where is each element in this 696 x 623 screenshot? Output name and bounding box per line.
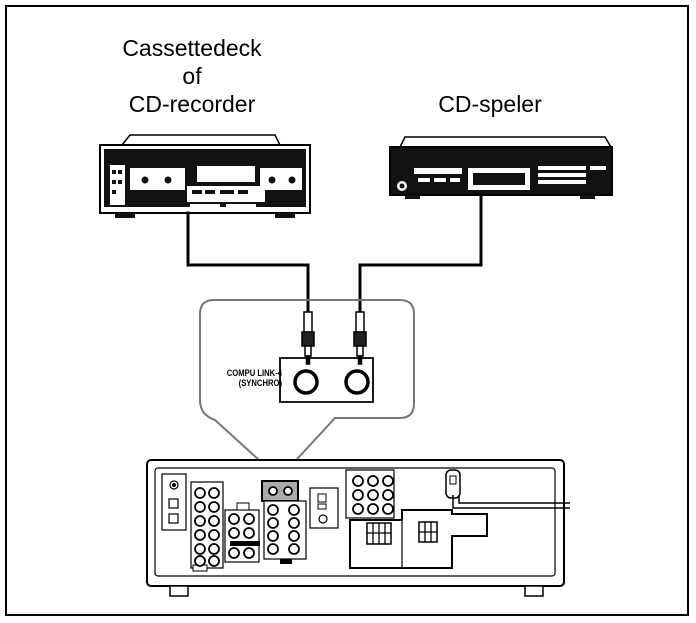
- cassette-label-line3: CD-recorder: [128, 91, 256, 117]
- cd-player-label: CD-speler: [438, 91, 542, 117]
- compulink-label-line1: COMPU LINK-4: [226, 368, 282, 378]
- cassette-label-line2: of: [182, 63, 202, 89]
- compulink-label-line2: (SYNCHRO): [238, 378, 282, 388]
- receiver: [146, 459, 570, 597]
- cables: [186, 195, 483, 314]
- cassette-label-line1: Cassettedeck: [122, 35, 262, 61]
- diagram-frame: [5, 5, 689, 616]
- cd-player: [389, 136, 613, 199]
- compulink-jacks: [279, 357, 374, 403]
- callout-outline: [199, 299, 415, 471]
- cassette-deck: [99, 134, 311, 218]
- minijack-plugs: [301, 311, 367, 365]
